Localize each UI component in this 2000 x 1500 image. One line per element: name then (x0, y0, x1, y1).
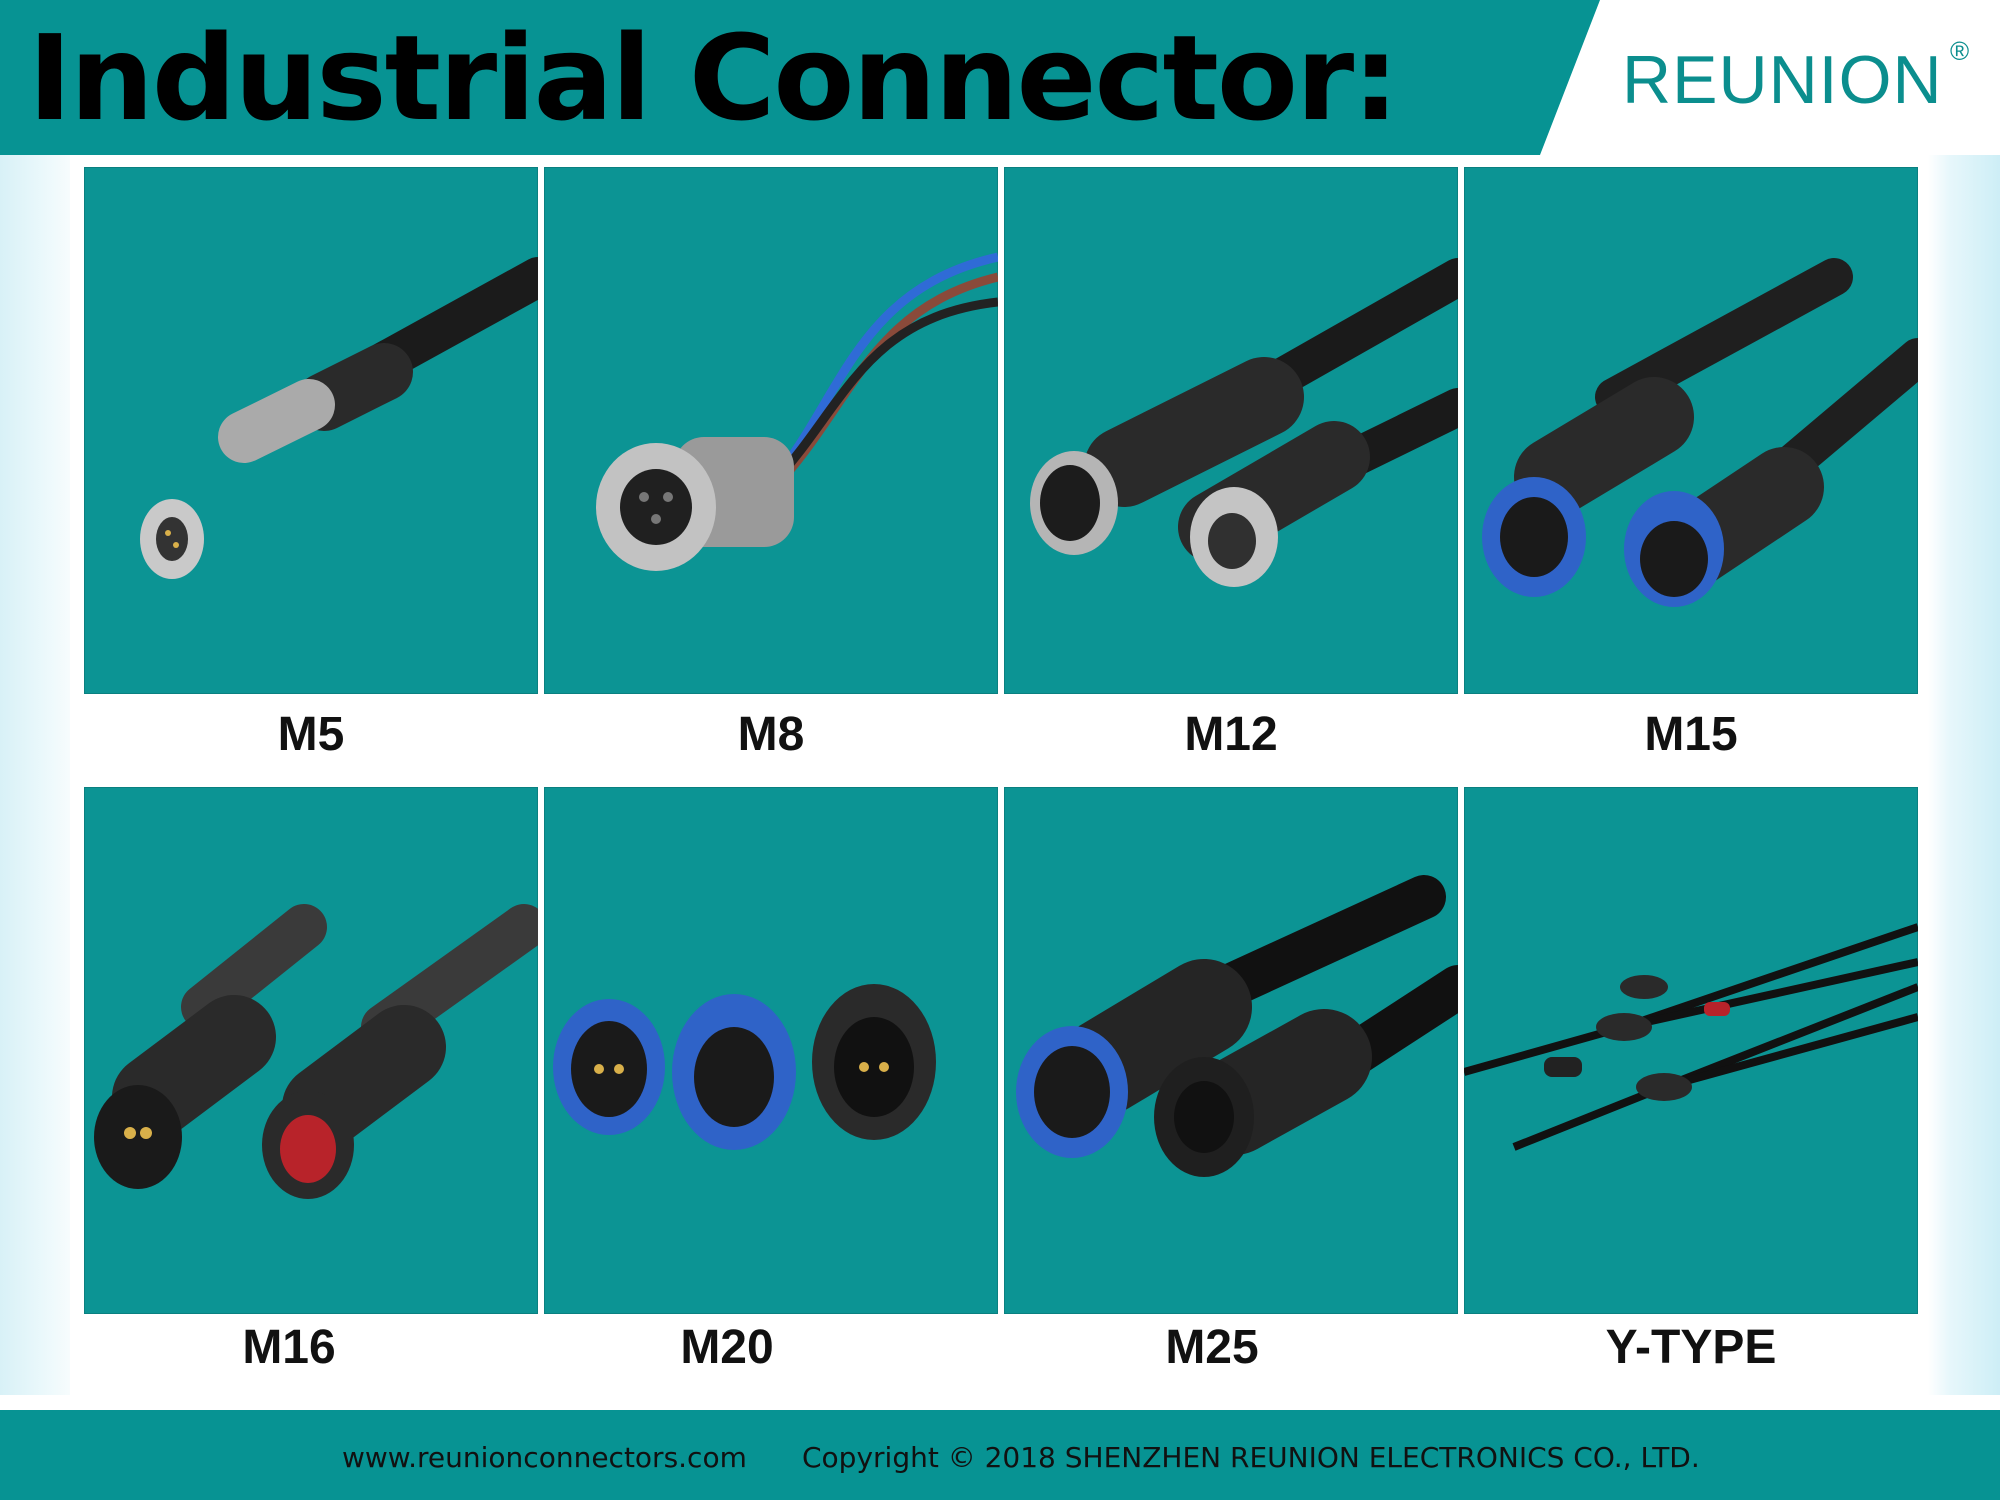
product-image-m15 (1464, 167, 1918, 694)
product-label-m16: M16 (242, 1321, 336, 1374)
product-label-m8: M8 (737, 708, 805, 761)
product-image-m12 (1004, 167, 1458, 694)
product-image-m8 (544, 167, 998, 694)
page-title: Industrial Connector: (28, 9, 1399, 147)
product-label-m15: M15 (1644, 708, 1738, 761)
product-image-m5 (84, 167, 538, 694)
footer-copyright: Copyright © 2018 SHENZHEN REUNION ELECTR… (802, 1441, 1700, 1474)
product-image-m20 (544, 787, 998, 1314)
header-bar (0, 0, 1600, 155)
product-label-m5: M5 (277, 708, 345, 761)
product-image-m16 (84, 787, 538, 1314)
registered-mark: ® (1950, 36, 1970, 66)
product-label-y-type: Y-TYPE (1605, 1321, 1777, 1374)
footer-bar (0, 1410, 2000, 1500)
product-image-y-type (1464, 787, 1918, 1314)
product-label-m12: M12 (1184, 708, 1278, 761)
footer-website-link[interactable]: www.reunionconnectors.com (342, 1441, 747, 1474)
brand-logo: REUNION (1622, 42, 1943, 118)
product-label-m25: M25 (1165, 1321, 1259, 1374)
decorative-side-band (0, 155, 70, 1395)
product-image-m25 (1004, 787, 1458, 1314)
decorative-side-band (1928, 155, 2000, 1395)
product-label-m20: M20 (680, 1321, 774, 1374)
